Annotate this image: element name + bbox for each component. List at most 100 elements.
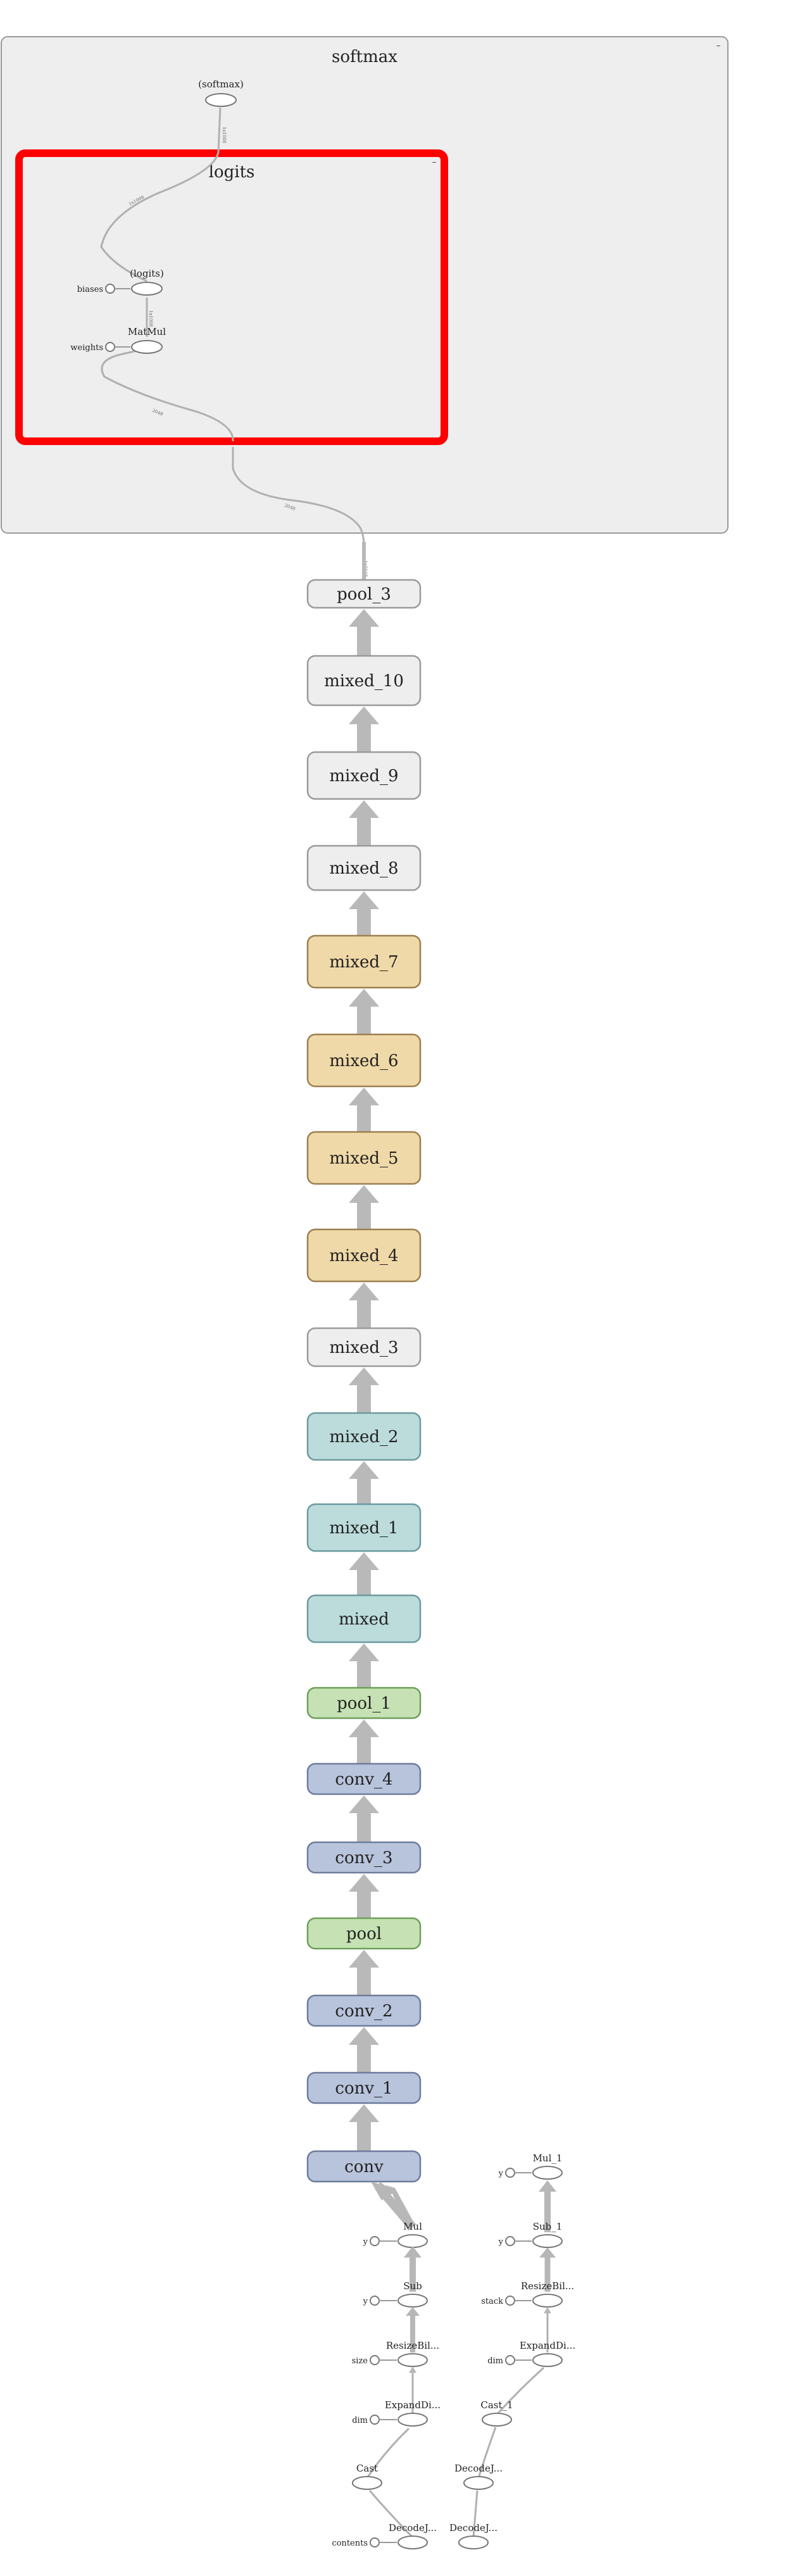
node-label: mixed_1 <box>329 1519 398 1538</box>
node-mixed-6[interactable] <box>306 1033 422 1088</box>
node-label: mixed <box>339 1610 389 1629</box>
chain-edge-arrowhead <box>349 2027 379 2045</box>
resize-op[interactable] <box>397 2353 428 2367</box>
edge-expand1-to-resize1-head <box>544 2307 551 2313</box>
chain-edge <box>357 1568 371 1595</box>
sub1-y-const[interactable] <box>505 2236 515 2246</box>
edge-cast1-to-expand1 <box>496 2366 545 2416</box>
main-chain: pool_3mixed_10mixed_9mixed_8mixed_7mixed… <box>306 542 422 2183</box>
node-mixed-4[interactable] <box>306 1228 422 1283</box>
node-mixed-7[interactable] <box>306 934 422 989</box>
node-pool[interactable] <box>306 1917 422 1950</box>
edge-mul-to-conv-body <box>380 2190 416 2230</box>
mul-y-label: y <box>363 2237 368 2247</box>
softmax-op[interactable] <box>205 93 237 107</box>
chain-edge <box>357 907 371 936</box>
matmul-op-label: MatMul <box>128 326 166 337</box>
node-label: conv_2 <box>335 2002 392 2021</box>
decode-label: DecodeJ... <box>389 2522 437 2534</box>
edge-decode-to-cast <box>368 2490 414 2539</box>
chain-edge-arrowhead <box>349 1795 379 1813</box>
edge-cast-to-expand <box>366 2427 410 2479</box>
node-label: mixed_7 <box>329 953 398 972</box>
node-pool-3[interactable] <box>306 579 422 609</box>
cast1-op[interactable] <box>482 2413 512 2427</box>
cast1-label: Cast_1 <box>480 2399 513 2411</box>
logits-op-label: (logits) <box>130 268 164 279</box>
mul-op[interactable] <box>397 2234 428 2248</box>
logits-group[interactable] <box>15 149 448 445</box>
chain-edge <box>357 1476 371 1504</box>
node-mixed[interactable] <box>306 1594 422 1643</box>
decode1-op[interactable] <box>463 2476 494 2490</box>
decode2-op[interactable] <box>458 2535 489 2549</box>
contents-const[interactable] <box>370 2537 380 2548</box>
chain-edge-arrowhead <box>349 1185 379 1203</box>
mul1-op[interactable] <box>532 2166 563 2180</box>
expand-dim-label: dim <box>352 2416 368 2425</box>
node-conv-1[interactable] <box>306 2071 422 2104</box>
node-conv-4[interactable] <box>306 1762 422 1795</box>
resize1-stack-label: stack <box>481 2297 503 2306</box>
node-label: mixed_2 <box>329 1428 398 1447</box>
edge-sub-to-mul-head <box>404 2246 422 2258</box>
edge-logits-to-softmax <box>100 107 222 282</box>
node-mixed-1[interactable] <box>306 1503 422 1552</box>
cast-op[interactable] <box>352 2476 382 2490</box>
node-label: conv_3 <box>335 1849 392 1868</box>
node-label: mixed_8 <box>329 859 398 878</box>
mul-y-const[interactable] <box>370 2236 380 2246</box>
chain-edge-arrowhead <box>349 1643 379 1661</box>
resize-label: ResizeBil... <box>386 2340 439 2351</box>
sub1-op[interactable] <box>532 2234 563 2248</box>
biases-const[interactable] <box>105 284 115 294</box>
chain-edge-arrowhead <box>349 989 379 1007</box>
softmax-op-label: (softmax) <box>198 79 244 90</box>
expand-dim-const[interactable] <box>370 2415 380 2425</box>
node-mixed-9[interactable] <box>306 751 422 800</box>
node-label: mixed_5 <box>329 1149 398 1168</box>
resize1-stack-const[interactable] <box>505 2296 515 2306</box>
mul-label: Mul <box>403 2221 422 2232</box>
resize1-op[interactable] <box>532 2294 563 2308</box>
expand1-dim-const[interactable] <box>505 2355 515 2365</box>
expand-icon[interactable]: – <box>716 41 721 51</box>
node-mixed-10[interactable] <box>306 655 422 707</box>
resize1-label: ResizeBil... <box>521 2280 574 2292</box>
node-pool-1[interactable] <box>306 1687 422 1719</box>
expand-op[interactable] <box>397 2413 428 2427</box>
node-conv-3[interactable] <box>306 1841 422 1874</box>
node-mixed-8[interactable] <box>306 845 422 891</box>
logits-op[interactable] <box>131 282 163 296</box>
chain-edge-arrowhead <box>349 891 379 909</box>
edge-sub1-to-mul1-head <box>539 2180 556 2192</box>
decode-op[interactable] <box>397 2535 428 2549</box>
node-mixed-3[interactable] <box>306 1327 422 1367</box>
resize-size-const[interactable] <box>370 2355 380 2365</box>
sub1-y-label: y <box>498 2237 504 2247</box>
node-label: mixed_10 <box>324 672 404 691</box>
edge-resize1-to-sub1-head <box>539 2247 556 2258</box>
node-mixed-2[interactable] <box>306 1412 422 1461</box>
expand-icon[interactable]: – <box>432 158 437 167</box>
edge-label: 1x1008 <box>148 310 153 327</box>
weights-const[interactable] <box>105 342 115 352</box>
expand1-label: ExpandDi... <box>520 2340 575 2351</box>
sub-op[interactable] <box>397 2294 428 2308</box>
chain-edge <box>357 815 371 846</box>
preprocess-left: Mul y Sub y ResizeBil... size ExpandDi..… <box>332 2182 441 2549</box>
sub-y-const[interactable] <box>370 2296 380 2306</box>
node-conv[interactable] <box>306 2150 422 2183</box>
node-conv-2[interactable] <box>306 1994 422 2027</box>
chain-edge <box>357 2042 371 2073</box>
matmul-op[interactable] <box>131 340 163 354</box>
mul1-y-const[interactable] <box>505 2168 515 2178</box>
expand1-dim-label: dim <box>487 2356 503 2366</box>
sub-y-label: y <box>363 2297 368 2306</box>
mul1-y-label: y <box>498 2169 504 2178</box>
softmax-group-title: softmax <box>332 47 397 66</box>
chain-edge <box>357 2120 371 2151</box>
chain-edge <box>357 1004 371 1034</box>
node-mixed-5[interactable] <box>306 1131 422 1185</box>
expand1-op[interactable] <box>532 2353 563 2367</box>
